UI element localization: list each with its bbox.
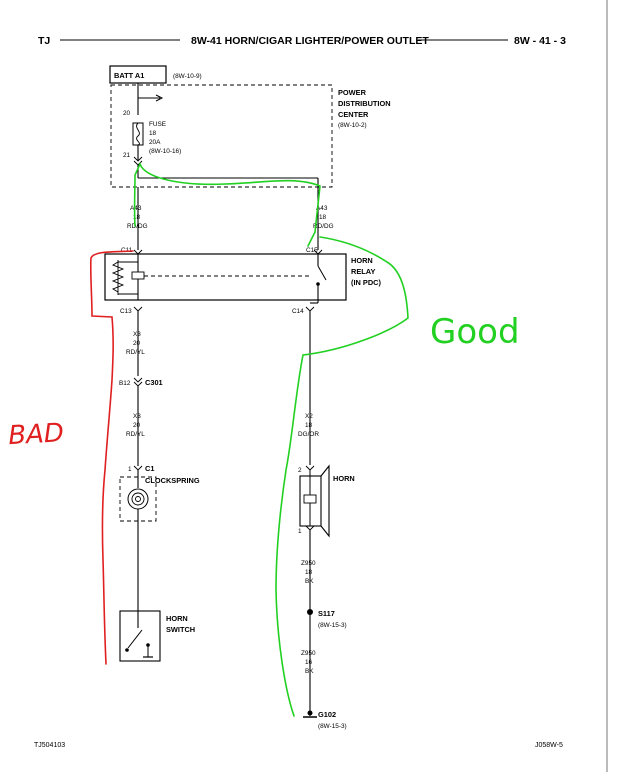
fuse-ref: (8W-10-16) (149, 148, 181, 155)
relay-pin-c14: C14 (292, 308, 304, 315)
z950b-color: BK (305, 668, 314, 675)
c301-pin: B12 (119, 380, 131, 387)
x2-color: DG/OR (298, 431, 319, 438)
horn-label: HORN (333, 474, 355, 483)
fuse-element-icon (136, 122, 140, 146)
clockspring-pin: 1 (128, 466, 132, 473)
batt-ref: (8W-10-9) (173, 73, 202, 80)
c1-connector-icon (133, 465, 143, 471)
horn-pin-top: 2 (298, 467, 302, 474)
x3-bottom-circuit: X3 (133, 413, 141, 420)
g102-eyelet-icon (307, 710, 313, 716)
clockspring-coil-icon (127, 488, 149, 510)
horn-switch-line2: SWITCH (166, 625, 195, 634)
relay-pin-c13: C13 (120, 308, 132, 315)
clockspring-core-icon (135, 496, 141, 502)
z950b-circuit: Z950 (301, 650, 316, 657)
batt-label: BATT A1 (114, 71, 144, 80)
x3-bottom-gauge: 20 (133, 422, 141, 429)
z950a-color: BK (305, 578, 314, 585)
horn-connector-bottom-icon (305, 525, 315, 531)
header-right: 8W - 41 - 3 (514, 35, 566, 47)
c301-label: C301 (145, 378, 163, 387)
clockspring-inner-icon (131, 492, 145, 506)
c14-connector-icon (305, 306, 315, 312)
clockspring-label: CLOCKSPRING (145, 476, 200, 485)
c13-connector-icon (133, 306, 143, 312)
pdc-line1: POWER (338, 88, 367, 97)
horn-pin-bottom: 1 (298, 528, 302, 535)
x3-bottom-color: RD/YL (126, 431, 145, 438)
z950a-circuit: Z950 (301, 560, 316, 567)
bad-trace-annotation (89, 250, 134, 665)
left-a43-color: RD/DG (127, 223, 148, 230)
right-a43-gauge: 18 (319, 214, 327, 221)
horn-switch-icon (127, 629, 143, 649)
relay-line3: (IN PDC) (351, 278, 382, 287)
header-title: 8W-41 HORN/CIGAR LIGHTER/POWER OUTLET (191, 35, 429, 47)
header-left: TJ (38, 35, 50, 47)
c11-connector-icon (133, 249, 143, 255)
x3-top-circuit: X3 (133, 331, 141, 338)
pdc-pin-top: 20 (123, 110, 131, 117)
horn-connector-top-icon (305, 465, 315, 471)
horn-switch-box (119, 610, 161, 662)
fuse-rating: 20A (149, 139, 161, 146)
switch-pivot-icon (146, 643, 150, 647)
good-trace-annotation (133, 161, 409, 717)
relay-box (104, 253, 347, 301)
pdc-ref: (8W-10-2) (338, 122, 367, 129)
footer-left: TJ504103 (34, 742, 65, 749)
s117-label: S117 (318, 609, 335, 618)
relay-resistor-icon (111, 260, 125, 295)
horn-switch-line1: HORN (166, 614, 188, 623)
right-a43-color: RD/DG (313, 223, 334, 230)
clockspring-connector: C1 (145, 464, 154, 473)
right-a43-circuit: A43 (316, 205, 328, 212)
x3-top-gauge: 20 (133, 340, 141, 347)
fuse-number: 18 (149, 130, 157, 137)
left-a43-circuit: A43 (130, 205, 142, 212)
z950a-gauge: 18 (305, 569, 313, 576)
x3-top-color: RD/YL (126, 349, 145, 356)
fuse-label: FUSE (149, 121, 166, 128)
relay-line1: HORN (351, 256, 373, 265)
x2-circuit: X2 (305, 413, 313, 420)
horn-coil-icon (303, 494, 317, 504)
x2-gauge: 18 (305, 422, 313, 429)
z950b-gauge: 16 (305, 659, 313, 666)
g102-label: G102 (318, 710, 336, 719)
footer-right: J058W-5 (535, 742, 563, 749)
pdc-line3: CENTER (338, 110, 369, 119)
bad-annotation-text: BAD (8, 418, 65, 451)
relay-line2: RELAY (351, 267, 375, 276)
relay-pin-c15: C15 (306, 247, 318, 254)
s117-splice-icon (307, 609, 313, 615)
busbar-arrow-icon (155, 94, 164, 102)
left-a43-gauge: 18 (133, 214, 141, 221)
relay-contact-switch-icon (317, 265, 327, 281)
g102-ref: (8W-15-3) (318, 723, 347, 730)
good-annotation-text: Good (430, 312, 520, 352)
horn-speaker-icon (320, 464, 330, 538)
pdc-line2: DISTRIBUTION (338, 99, 391, 108)
switch-contact-icon (125, 648, 129, 652)
pdc-pin-bottom: 21 (123, 152, 131, 159)
pdc-box (110, 84, 333, 188)
s117-ref: (8W-15-3) (318, 622, 347, 629)
c301-connector-icon (133, 377, 143, 387)
relay-coil-icon (131, 271, 145, 280)
